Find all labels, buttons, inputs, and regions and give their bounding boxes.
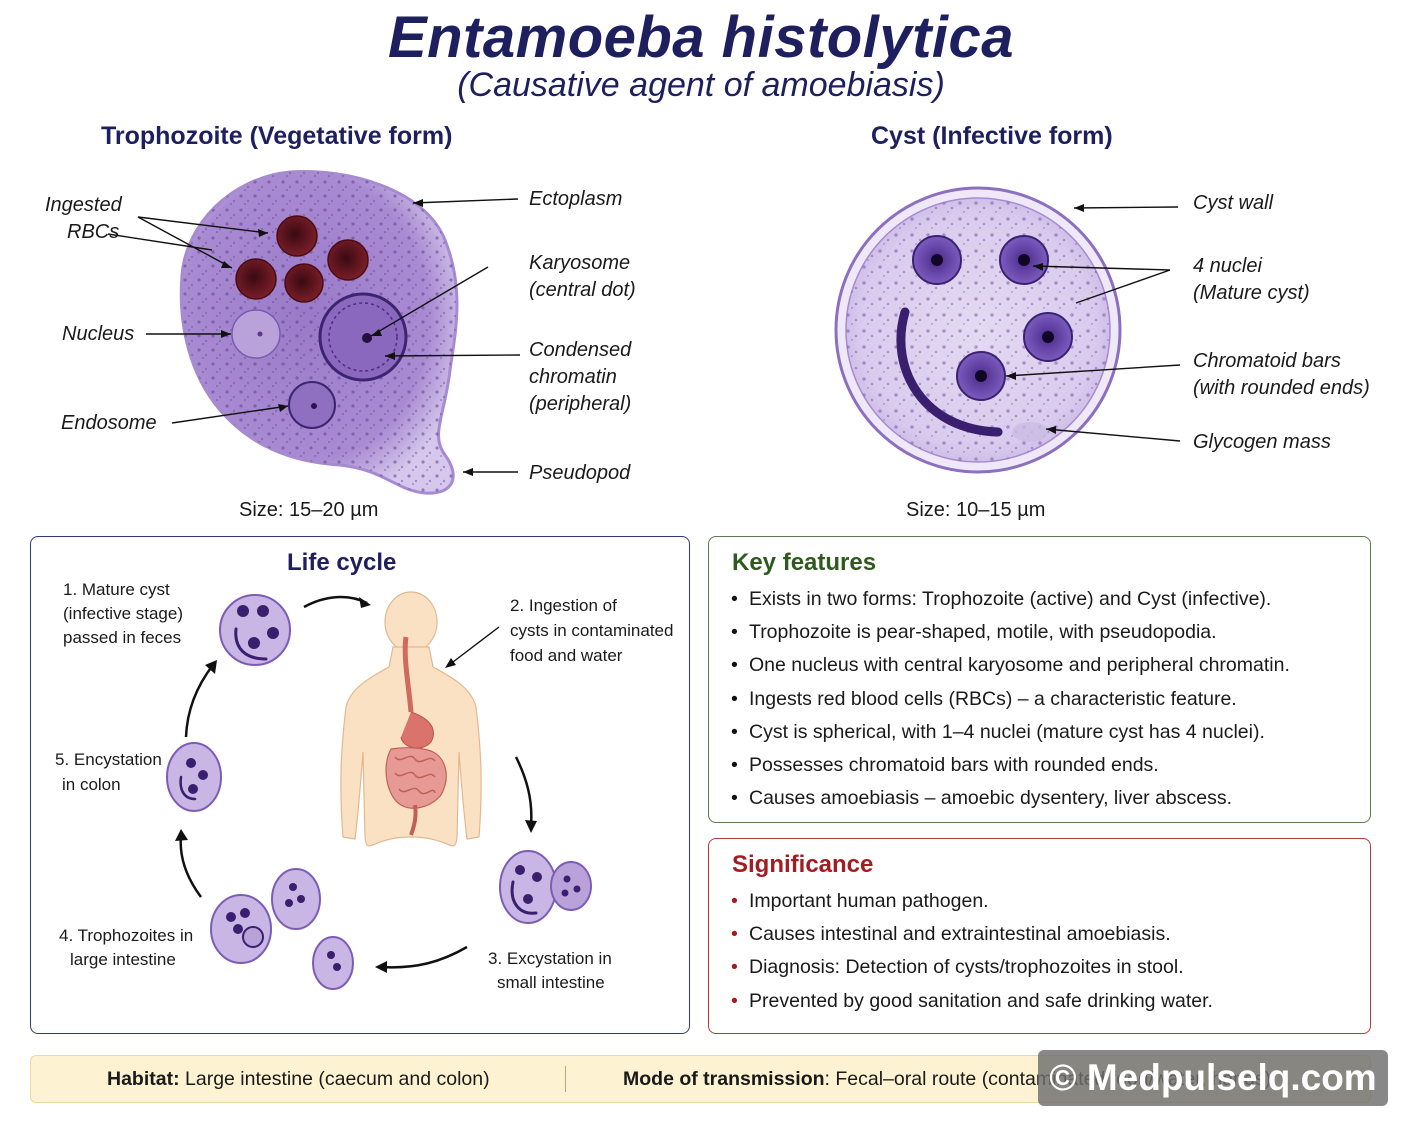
lc-step5-line2: in colon — [62, 775, 121, 794]
label-ectoplasm: Ectoplasm — [529, 188, 623, 210]
list-item: •Ingests red blood cells (RBCs) – a char… — [731, 687, 1237, 710]
karyosome — [362, 333, 372, 343]
list-item: •Possesses chromatoid bars with rounded … — [731, 754, 1159, 777]
list-item: •One nucleus with central karyosome and … — [731, 654, 1290, 677]
life-cycle-panel: Life cycle — [30, 536, 690, 1034]
significance-panel: Significance •Important human pathogen. … — [708, 838, 1371, 1034]
human-figure-icon — [340, 591, 482, 847]
key-features-panel: Key features •Exists in two forms: Troph… — [708, 536, 1371, 823]
glycogen-mass — [1012, 422, 1048, 442]
label-chromatin-3: (peripheral) — [529, 393, 632, 415]
watermark: © Medpulselq.com — [1038, 1050, 1388, 1106]
label-ingested-rbcs-1: Ingested — [45, 194, 122, 216]
footer-divider — [565, 1066, 566, 1092]
habitat-text: Habitat: Large intestine (caecum and col… — [107, 1068, 490, 1090]
lc-trophozoites-icon — [210, 868, 354, 990]
list-item: •Causes amoebiasis – amoebic dysentery, … — [731, 787, 1233, 810]
page-subtitle: (Causative agent of amoebiasis) — [457, 66, 945, 104]
trophozoite-heading: Trophozoite (Vegetative form) — [101, 122, 453, 150]
trophozoite-illustration — [107, 170, 521, 495]
list-item: •Exists in two forms: Trophozoite (activ… — [731, 588, 1272, 610]
label-nucleus: Nucleus — [62, 323, 135, 345]
lc-step2-line2: cysts in contaminated — [510, 621, 674, 640]
label-glycogen-mass: Glycogen mass — [1193, 431, 1331, 453]
label-chromatoid-2: (with rounded ends) — [1193, 377, 1370, 399]
lc-step1-line2: (infective stage) — [63, 604, 183, 623]
label-chromatin-1: Condensed — [529, 339, 632, 361]
label-chromatin-2: chromatin — [529, 366, 617, 388]
cyst-size: Size: 10–15 µm — [906, 499, 1046, 521]
significance-list: •Important human pathogen. •Causes intes… — [729, 885, 1213, 1018]
lc-encystation-icon — [166, 742, 222, 812]
list-item: •Trophozoite is pear-shaped, motile, wit… — [731, 621, 1217, 644]
list-item: •Important human pathogen. — [731, 890, 989, 912]
list-item: •Diagnosis: Detection of cysts/trophozoi… — [731, 956, 1184, 979]
lc-step2-line1: 2. Ingestion of — [510, 596, 617, 615]
label-endosome: Endosome — [61, 412, 157, 434]
label-pseudopod: Pseudopod — [529, 462, 631, 484]
page-title: Entamoeba histolytica — [387, 5, 1015, 70]
lc-step1-line3: passed in feces — [63, 628, 182, 647]
small-nucleus — [231, 309, 281, 359]
list-item: •Cyst is spherical, with 1–4 nuclei (mat… — [731, 720, 1265, 743]
label-nuclei-1: 4 nuclei — [1193, 255, 1262, 277]
key-features-heading: Key features — [732, 549, 877, 576]
lc-step3-line1: 3. Excystation in — [488, 949, 612, 968]
cyst-heading: Cyst (Infective form) — [871, 122, 1113, 150]
cyst-nuclei — [912, 235, 1073, 401]
list-item: •Prevented by good sanitation and safe d… — [731, 989, 1213, 1012]
key-features-list: •Exists in two forms: Trophozoite (activ… — [729, 583, 1290, 815]
lc-step4-line2: large intestine — [70, 950, 176, 969]
lc-step1-line1: 1. Mature cyst — [63, 580, 170, 599]
life-cycle-diagram — [166, 591, 592, 990]
rbc-3 — [235, 258, 277, 300]
lc-step5-line1: 5. Encystation — [55, 750, 162, 769]
life-cycle-heading: Life cycle — [287, 549, 397, 576]
label-karyosome-1: Karyosome — [529, 252, 631, 274]
list-item: •Causes intestinal and extraintestinal a… — [731, 923, 1171, 946]
lc-step2-line3: food and water — [510, 646, 623, 665]
label-chromatoid-1: Chromatoid bars — [1193, 350, 1341, 372]
label-nuclei-2: (Mature cyst) — [1193, 282, 1310, 304]
cyst-illustration — [834, 186, 1181, 474]
label-cyst-wall: Cyst wall — [1193, 192, 1274, 214]
lc-step3-line2: small intestine — [497, 973, 605, 992]
label-karyosome-2: (central dot) — [529, 279, 636, 301]
lc-excystation-icon — [499, 850, 592, 924]
rbc-1 — [276, 215, 318, 257]
chromatoid-bar — [896, 307, 1003, 437]
rbc-4 — [284, 263, 324, 303]
lc-cyst-icon — [219, 594, 291, 666]
significance-heading: Significance — [732, 851, 874, 878]
rbc-2 — [327, 239, 369, 281]
lc-step4-line1: 4. Trophozoites in — [59, 926, 194, 945]
trophozoite-size: Size: 15–20 µm — [239, 499, 379, 521]
label-ingested-rbcs-2: RBCs — [67, 221, 120, 243]
